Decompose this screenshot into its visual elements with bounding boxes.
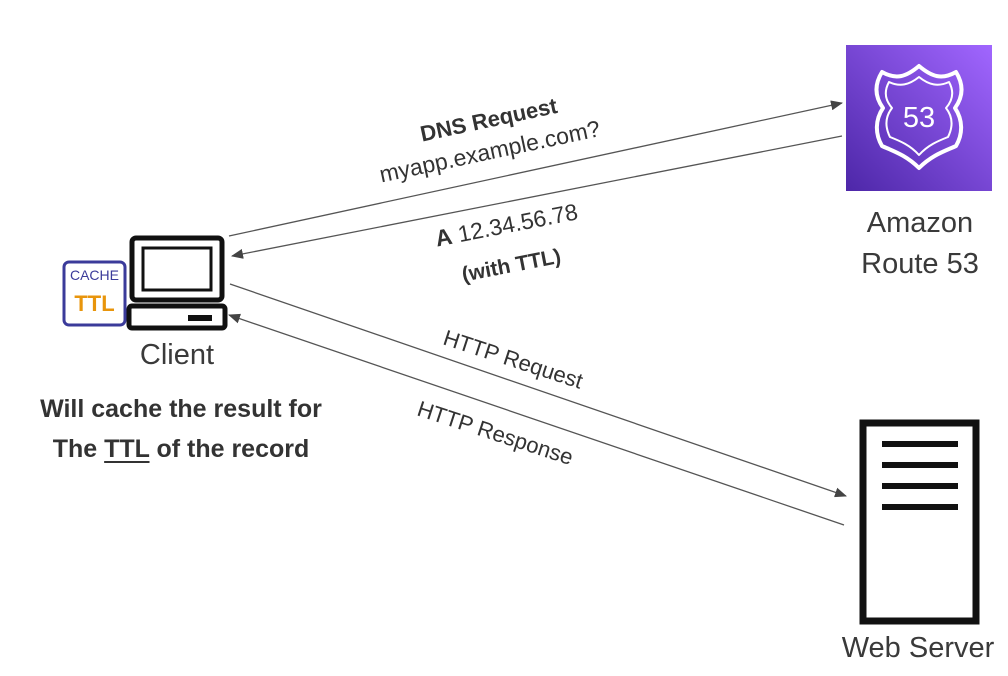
cache-badge-label: CACHE [69, 267, 119, 283]
cache-ttl-icon [62, 260, 127, 327]
caption-ttl: TTL [104, 435, 150, 463]
cache-caption-line1: Will cache the result for [40, 395, 322, 423]
route53-label-line2: Route 53 [861, 248, 979, 280]
ttl-badge-label: TTL [74, 291, 115, 316]
cache-caption: Will cache the result for The TTL of the… [6, 389, 356, 469]
dns-request-arrow [228, 100, 843, 237]
route53-icon [846, 45, 992, 191]
route53-badge-number: 53 [902, 102, 936, 134]
client-computer-icon [126, 235, 228, 331]
http-request-arrow [229, 283, 847, 498]
dns-response-arrow [231, 135, 843, 259]
web-server-label: Web Server [841, 632, 995, 664]
dns-response-record-type: A [433, 222, 455, 252]
web-server-icon [859, 419, 980, 625]
route53-label-line1: Amazon [866, 207, 974, 239]
caption-prefix: The [52, 435, 105, 463]
caption-suffix: of the record [149, 435, 310, 463]
cache-caption-line2: The TTL of the record [6, 429, 356, 469]
http-response-arrow [228, 313, 845, 526]
client-label: Client [139, 339, 215, 371]
